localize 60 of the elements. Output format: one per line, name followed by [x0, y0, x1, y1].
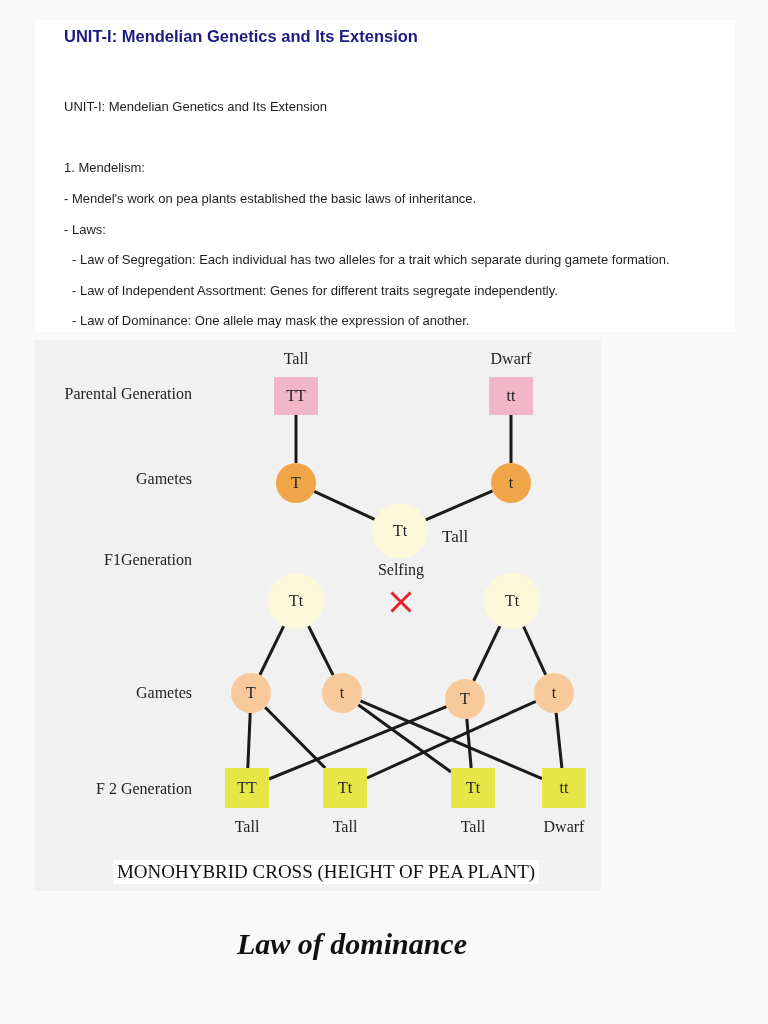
phenotype-label: Tall [442, 527, 469, 547]
bullet-text: - Mendel's work on pea plants established the basic laws of inheritance. [64, 191, 477, 207]
genotype-text: Tt [392, 521, 408, 541]
connector-line [509, 415, 513, 463]
figure-caption: MONOHYBRID CROSS (HEIGHT OF PEA PLANT) [112, 860, 540, 884]
connector-line [264, 706, 327, 770]
connector-line [357, 703, 452, 774]
genotype-text: T [246, 683, 256, 703]
gamete-circle [491, 463, 531, 503]
connector-line [425, 489, 494, 522]
bullet-text: - Laws: [64, 222, 106, 238]
genotype-text: Tt [337, 778, 353, 798]
row-label: F1Generation [104, 550, 192, 570]
gamete-circle [231, 673, 271, 713]
gamete-circle [322, 673, 362, 713]
genotype-text: T [291, 473, 301, 493]
connector-line [465, 718, 473, 769]
genotype-text: Tt [465, 778, 481, 798]
bullet-text: - Law of Segregation: Each individual has two alleles for a trait which separate during gamete formation. [72, 252, 670, 268]
genotype-text: T [460, 689, 470, 709]
connector-line [472, 625, 502, 682]
phenotype-label: Tall [283, 349, 309, 369]
gamete-circle [276, 463, 316, 503]
genotype-text: tt [506, 386, 516, 406]
hybrid-circle [268, 573, 324, 629]
genotype-text: t [339, 683, 345, 703]
hybrid-circle [484, 573, 540, 629]
page-heading: UNIT-I: Mendelian Genetics and Its Extension [64, 26, 418, 46]
connector-line [246, 712, 252, 769]
cross-label: Selfing [377, 560, 425, 580]
connector-line [258, 625, 286, 676]
connector-line [522, 625, 548, 676]
row-label: F 2 Generation [96, 779, 192, 799]
bullet-text: - Law of Dominance: One allele may mask the expression of another. [72, 313, 470, 329]
bullet-text: - Law of Independent Assortment: Genes for different traits segregate independently. [72, 283, 558, 299]
connector-line [294, 415, 298, 463]
gamete-circle [534, 673, 574, 713]
genotype-text: t [551, 683, 557, 703]
genotype-text: Tt [288, 591, 304, 611]
connector-line [313, 490, 376, 521]
connector-line [554, 712, 564, 769]
phenotype-label: Tall [332, 817, 358, 837]
section-heading: 1. Mendelism: [64, 160, 145, 176]
phenotype-label: Tall [234, 817, 260, 837]
genotype-text: Tt [504, 591, 520, 611]
subheading: UNIT-I: Mendelian Genetics and Its Extension [64, 99, 327, 115]
connector-line [307, 625, 335, 676]
row-label: Gametes [136, 683, 192, 703]
phenotype-label: Tall [460, 817, 486, 837]
phenotype-label: Dwarf [543, 817, 585, 837]
phenotype-label: Dwarf [490, 349, 532, 369]
genotype-text: t [508, 473, 514, 493]
connector-line [268, 705, 448, 781]
genotype-text: TT [286, 386, 306, 406]
genotype-text: TT [237, 778, 257, 798]
handwritten-note: Law of dominance [237, 926, 467, 962]
genotype-text: tt [559, 778, 569, 798]
gamete-circle [445, 679, 485, 719]
row-label: Parental Generation [64, 384, 192, 404]
row-label: Gametes [136, 469, 192, 489]
